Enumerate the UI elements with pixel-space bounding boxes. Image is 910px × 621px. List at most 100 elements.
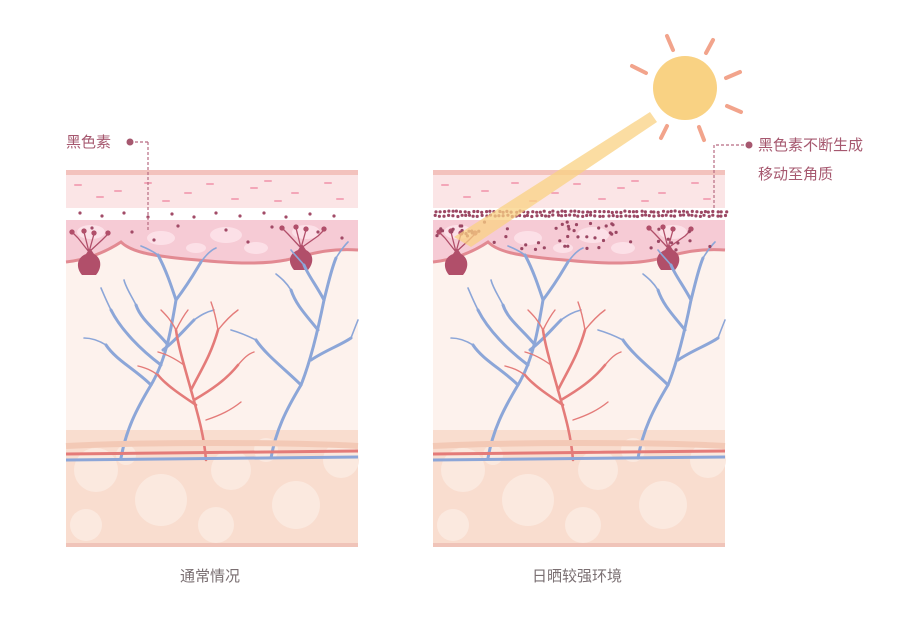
caption-strong-sun: 日晒较强环境: [532, 566, 622, 586]
melanin-dot: [644, 210, 647, 213]
melanin-dot: [674, 209, 677, 212]
melanin-dot: [628, 210, 631, 213]
melanin-dot: [690, 214, 693, 217]
melanin-dot: [636, 215, 639, 218]
melanin-dot: [560, 210, 563, 213]
melanin-dot: [551, 213, 554, 216]
melanin-dot: [700, 211, 703, 214]
melanin-dot: [573, 214, 576, 217]
melanin-dot: [480, 211, 483, 214]
melanin-dot: [568, 213, 571, 216]
melanin-dot: [589, 211, 592, 214]
melanin-dot: [597, 246, 600, 249]
melanin-dot: [678, 210, 681, 213]
melanin-dot: [573, 210, 576, 213]
melanin-dot: [576, 215, 579, 218]
melanin-dot: [652, 215, 655, 218]
melanin-dot: [593, 214, 596, 217]
melanin-dot: [537, 241, 540, 244]
melanin-dot: [461, 214, 464, 217]
melanin-dot: [573, 229, 576, 232]
melanin-dot: [488, 210, 491, 213]
melanin-dot: [682, 210, 685, 213]
melanin-dot: [676, 241, 679, 244]
melanin-dot: [598, 215, 601, 218]
melanin-dot: [615, 211, 618, 214]
melanin-dot: [447, 210, 450, 213]
melanin-dot: [540, 214, 543, 217]
melanin-dot: [581, 211, 584, 214]
melanin-dot: [534, 248, 537, 251]
melanin-dot: [644, 213, 647, 216]
melanin-dot: [481, 214, 484, 217]
melanin-dot: [564, 214, 567, 217]
melanin-dot: [438, 215, 441, 218]
melanin-dot: [694, 214, 697, 217]
melanin-dot: [452, 210, 455, 213]
melanin-dot: [434, 210, 437, 213]
melanin-dot: [691, 210, 694, 213]
melanin-dot: [447, 214, 450, 217]
melanin-dot: [575, 223, 578, 226]
melanin-dot: [666, 210, 669, 213]
melanin-dot: [662, 210, 665, 213]
melanin-dot: [597, 226, 600, 229]
melanin-dot: [485, 210, 488, 213]
melanin-dot: [434, 214, 437, 217]
melanin-dot: [657, 214, 660, 217]
melanin-dot: [581, 215, 584, 218]
melanin-dot: [589, 214, 592, 217]
melanin-dot: [667, 238, 670, 241]
melanin-dot: [593, 210, 596, 213]
melanin-dot: [439, 210, 442, 213]
melanin-dot: [616, 215, 619, 218]
melanin-dot: [670, 210, 673, 213]
melanin-dot: [674, 248, 677, 251]
melanin-dot: [555, 227, 558, 230]
label-move-to-stratum-corneum: 移动至角质: [758, 164, 833, 184]
melanin-dot: [602, 215, 605, 218]
melanin-dot: [526, 211, 529, 214]
melanin-dot: [476, 215, 479, 218]
melanin-dot: [615, 231, 618, 234]
melanin-dot: [524, 243, 527, 246]
melanin-dot: [556, 211, 559, 214]
melanin-dot: [619, 211, 622, 214]
melanin-dot: [586, 210, 589, 213]
melanin-dot: [702, 214, 705, 217]
melanin-dot: [589, 222, 592, 225]
melanin-dot: [593, 236, 596, 239]
melanin-dot: [633, 215, 636, 218]
melanin-dot: [725, 210, 728, 213]
melanin-dot: [682, 213, 685, 216]
label-melanin: 黑色素: [66, 132, 111, 152]
melanin-dot: [708, 215, 711, 218]
melanin-dot: [607, 210, 610, 213]
melanin-dot: [531, 210, 534, 213]
melanin-dot: [610, 222, 613, 225]
melanin-dot: [566, 221, 569, 224]
melanin-dot: [450, 230, 453, 233]
melanin-dot: [439, 227, 442, 230]
melanin-dot: [652, 210, 655, 213]
melanin-dot: [670, 241, 673, 244]
melanin-dot: [520, 247, 523, 250]
melanin-dot: [607, 214, 610, 217]
melanin-dot: [687, 213, 690, 216]
melanin-dot: [648, 214, 651, 217]
melanin-dot: [602, 239, 605, 242]
melanin-dot: [635, 210, 638, 213]
melanin-dot: [688, 230, 691, 233]
melanin-dot: [612, 214, 615, 217]
melanin-dot: [632, 210, 635, 213]
melanin-dot: [679, 214, 682, 217]
melanin-dot: [585, 214, 588, 217]
melanin-dot: [452, 228, 455, 231]
melanin-dot: [456, 215, 459, 218]
melanin-dot: [611, 211, 614, 214]
melanin-dot: [620, 215, 623, 218]
melanin-dot: [442, 215, 445, 218]
melanin-dot: [472, 215, 475, 218]
melanin-dot: [535, 211, 538, 214]
